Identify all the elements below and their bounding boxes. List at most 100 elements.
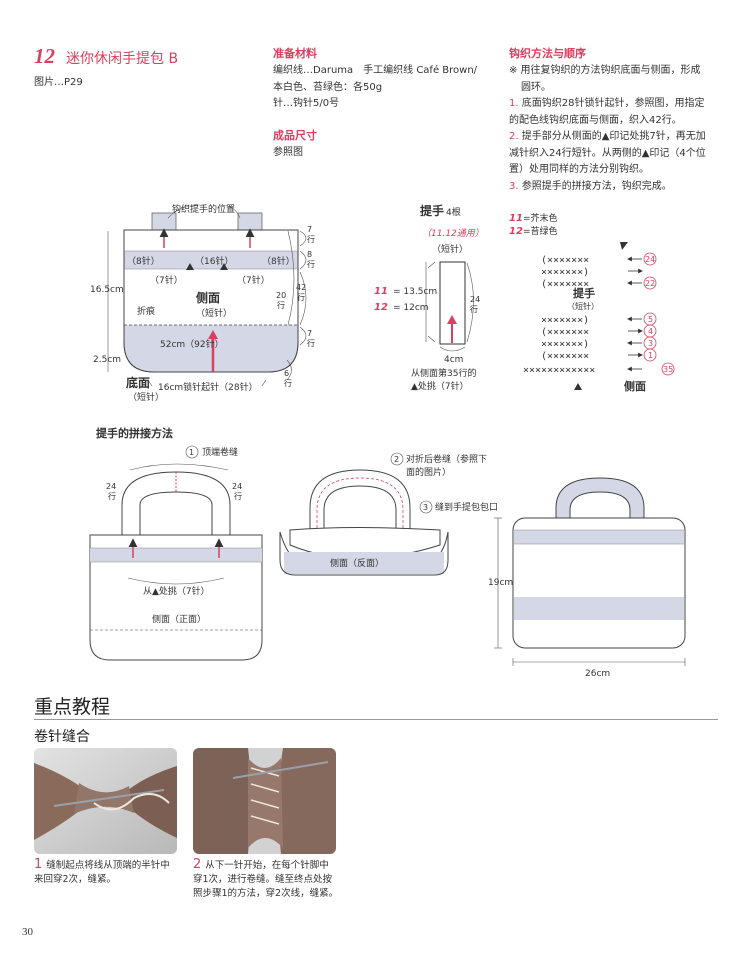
method-step: 3. 参照提手的拼接方法，钩织完成。 xyxy=(509,179,734,196)
size-heading: 成品尺寸 xyxy=(273,128,317,142)
finished-bag: 19cm 26cm xyxy=(488,477,686,679)
bag-front xyxy=(89,534,263,661)
stitch-symbols: (××××××× ×××××××) (××××××× ×××××××) (×××… xyxy=(523,255,595,376)
caption-line: 来回穿2次，缝紧。 xyxy=(34,874,117,885)
handle-common: （11.12通用） xyxy=(422,228,484,239)
pattern-number: 12 xyxy=(34,44,55,68)
stitch-label: （8针） xyxy=(262,255,295,267)
row-unit: 行 xyxy=(284,378,292,388)
side-sub-label: （短针） xyxy=(196,307,232,319)
legend-12-text: =苔绿色 xyxy=(523,225,558,237)
front-label: 侧面（正面） xyxy=(152,613,206,625)
size-11-length: = 13.5cm xyxy=(393,287,437,297)
bottom-dim: 2.5cm xyxy=(93,355,121,365)
row-unit: 行 xyxy=(234,491,242,501)
stitch-label: （7针） xyxy=(150,274,183,286)
stitch-label: （7针） xyxy=(237,274,270,286)
caption-line: 从下一针开始，在每个针脚中 xyxy=(205,860,329,871)
row-unit: 行 xyxy=(277,300,285,310)
photo-reference: 图片…P29 xyxy=(34,77,83,88)
handle-rows: 24 xyxy=(470,295,480,304)
note-line: 圆环。 xyxy=(521,81,551,93)
row-count: 6 xyxy=(284,369,289,378)
legend-12: 12 xyxy=(509,226,523,237)
caption-number: 1 xyxy=(34,857,43,872)
chart-row-number: 24 xyxy=(645,255,655,264)
step2-label: 对折后卷缝（参照下 xyxy=(406,453,487,465)
step2-label-2: 面的图片） xyxy=(406,466,451,478)
tutorial-heading: 重点教程 xyxy=(34,696,111,718)
circumference-label: 52cm（92针） xyxy=(160,338,224,350)
size-12-length: = 12cm xyxy=(393,303,429,313)
svg-text:××××××××××××: ×××××××××××× xyxy=(523,365,595,376)
row-unit: 行 xyxy=(108,491,116,501)
svg-text:3: 3 xyxy=(423,503,428,512)
step-line: 参照提手的拼接方法，钩织完成。 xyxy=(521,180,672,192)
row-count: 7 xyxy=(307,225,312,234)
row-count: 8 xyxy=(307,250,312,259)
stitch-label: （8针） xyxy=(127,255,160,267)
bottom-label: 底面 xyxy=(126,375,150,390)
stitch-label: （16针） xyxy=(195,255,233,267)
bottom-sub-label: （短针） xyxy=(128,391,164,403)
step-line: 减针织入24行短针。从两侧的▲印记（4个位 xyxy=(509,147,706,159)
size-text: 参照图 xyxy=(273,146,303,158)
row-count: 20 xyxy=(276,291,286,300)
page-number: 30 xyxy=(22,926,33,938)
joining-heading: 提手的拼接方法 xyxy=(96,426,173,440)
row-count: 7 xyxy=(307,329,312,338)
step-line: 置）处用同样的方法分别钩织。 xyxy=(509,164,649,175)
chart-row-number: 5 xyxy=(648,315,653,324)
handle-stitch: （短针） xyxy=(432,243,468,255)
materials-heading: 准备材料 xyxy=(273,47,317,60)
materials-line: 针…钩针5/0号 xyxy=(273,98,340,109)
materials-line: 编织线…Daruma 手工编织线 Café Brown/ xyxy=(273,65,478,76)
back-label: 侧面（反面） xyxy=(330,557,384,569)
bag-height: 19cm xyxy=(488,578,513,588)
handle-note-line: 从侧面第35行的 xyxy=(411,367,476,379)
stitch-chart: 11 =芥末色 12 =苔绿色 (××××××× ×××××××) (×××××… xyxy=(509,212,675,393)
materials-line: 本白色、苔绿色：各50g xyxy=(273,81,383,93)
joining-step-1: 1 顶端卷缝 24 行 24 行 从▲处挑（7针） 侧面（正面） xyxy=(89,445,263,661)
svg-text:(×××××××: (××××××× xyxy=(541,255,589,266)
chart-row-number: 1 xyxy=(648,351,653,360)
materials-section: 准备材料 编织线…Daruma 手工编织线 Café Brown/ 本白色、苔绿… xyxy=(273,45,477,161)
row-unit: 行 xyxy=(470,304,478,314)
materials-list: 编织线…Daruma 手工编织线 Café Brown/ 本白色、苔绿色：各50… xyxy=(273,63,477,113)
step-line: 底面钩织28针锁针起针，参照图，用指定 xyxy=(521,98,705,109)
svg-text:2: 2 xyxy=(394,455,399,464)
handle-title: 提手 xyxy=(420,203,444,218)
chart-handle-sub: （短针） xyxy=(567,301,599,311)
row-unit: 行 xyxy=(297,292,305,302)
step-line: 的配色线钩织底面与侧面，织入42行。 xyxy=(509,114,682,126)
joining-rows: 24 xyxy=(232,482,242,491)
joining-rows: 24 xyxy=(106,482,116,491)
chart-side-label: 侧面 xyxy=(624,379,646,393)
method-note: ※ 用往复钩织的方法钩织底面与侧面，形成 圆环。 xyxy=(509,63,734,96)
handle-position-label: 钩织提手的位置 xyxy=(172,203,235,215)
handle-count: 4根 xyxy=(446,206,461,218)
legend-11: 11 xyxy=(509,213,523,224)
pattern-title: 迷你休闲手提包 B xyxy=(66,51,179,67)
svg-text:(×××××××: (××××××× xyxy=(541,279,589,290)
method-step: 2. 提手部分从侧面的▲印记处挑7针，再无加 减针织入24行短针。从两侧的▲印记… xyxy=(509,129,734,179)
svg-text:(×××××××: (××××××× xyxy=(541,327,589,338)
caption-number: 2 xyxy=(193,857,202,872)
size-12: 12 xyxy=(374,302,388,313)
fold-label: 折痕 xyxy=(137,305,155,317)
handle-width: 4cm xyxy=(444,355,463,365)
svg-text:×××××××): ×××××××) xyxy=(541,315,589,326)
svg-text:×××××××): ×××××××) xyxy=(541,267,589,278)
handle-arch xyxy=(121,471,231,541)
bag-base-band xyxy=(124,325,298,372)
step3-label: 缝到手提包包口 xyxy=(435,501,498,513)
chart-handle-label: 提手 xyxy=(573,286,595,300)
handle-note-line: ▲处挑（7针） xyxy=(411,380,469,392)
pickup-label: 从▲处挑（7针） xyxy=(143,585,210,597)
note-line: ※ 用往复钩织的方法钩织底面与侧面，形成 xyxy=(509,65,701,76)
chart-row-number: 4 xyxy=(648,327,653,336)
tutorial-photo-2 xyxy=(193,748,336,854)
chart-row-number: 35 xyxy=(663,365,673,374)
